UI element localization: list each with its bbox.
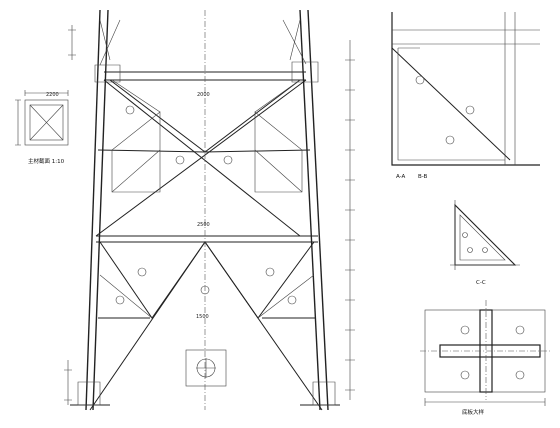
section-cc: C-C	[450, 200, 520, 286]
plate-detail-caption: 底板大样	[462, 408, 485, 416]
left-main-leg	[85, 9, 101, 411]
section-bb-caption: B-B	[418, 174, 428, 180]
part-tags	[115, 105, 297, 305]
section-aa-caption: A-A	[396, 174, 406, 180]
section-aa-bb: A-A B-B	[391, 12, 540, 180]
dim-mark-1: 2000	[197, 92, 210, 98]
left-dimension-line	[68, 25, 76, 60]
upper-x-brace	[95, 79, 307, 237]
small-plan-caption: 主材截面 1:10	[28, 157, 65, 165]
lower-v-brace	[89, 241, 323, 411]
dim-mark-2: 2500	[197, 222, 210, 228]
section-cc-caption: C-C	[476, 280, 486, 286]
main-elevation: 2000 2500 1500 2200	[46, 9, 355, 411]
dim-mark-4: 2200	[46, 92, 59, 98]
dim-mark-3: 1500	[196, 314, 209, 320]
plate-detail: 底板大样	[420, 300, 550, 416]
right-main-leg	[299, 9, 321, 411]
small-plan-view: 主材截面 1:10	[15, 90, 69, 165]
base-plate-detail	[185, 349, 227, 387]
middle-crossarm	[96, 235, 318, 243]
